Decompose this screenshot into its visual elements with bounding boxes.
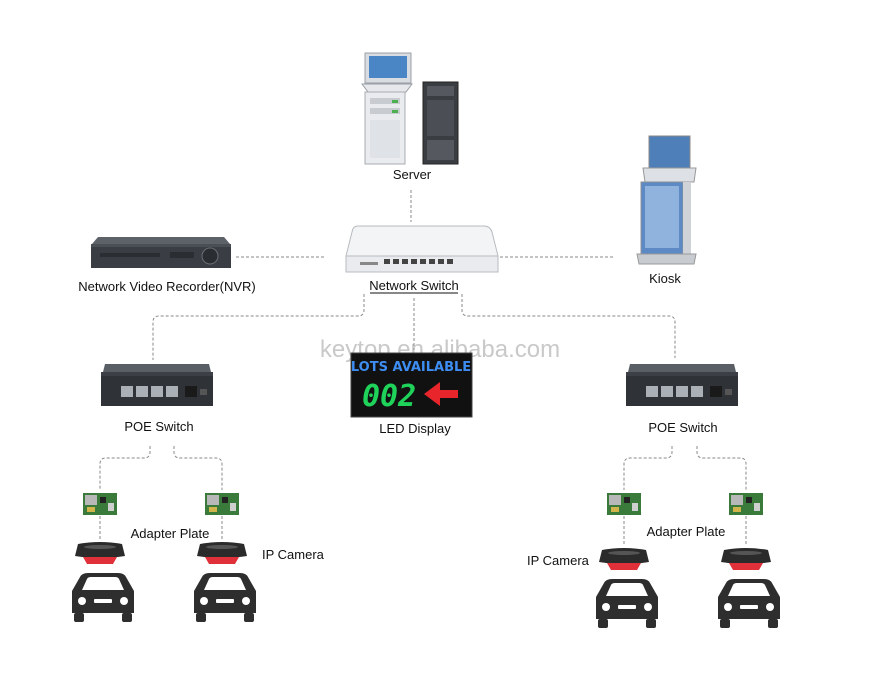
car-icon: [194, 573, 256, 622]
car-icon: [596, 579, 658, 628]
ip-camera-icon: [197, 542, 247, 564]
kiosk-label: Kiosk: [649, 271, 681, 286]
ip-camera-icon: [599, 548, 649, 570]
nvr-label: Network Video Recorder(NVR): [78, 279, 256, 294]
adapter-plate-icon: [83, 493, 117, 515]
ip-camera-right-label: IP Camera: [527, 553, 590, 568]
adapter-plate-icon: [729, 493, 763, 515]
poe-right-to-plate-1: [623, 446, 673, 490]
poe-switch-left-icon: [101, 364, 213, 406]
ip-camera-left-label: IP Camera: [262, 547, 325, 562]
network-switch-label: Network Switch: [369, 278, 459, 293]
network-switch-icon: [345, 225, 499, 273]
led-lots-available-text: LOTS AVAILABLE: [351, 360, 471, 375]
nvr-icon: [91, 237, 231, 268]
poe-switch-right-icon: [626, 364, 738, 406]
server-icon: [361, 52, 459, 165]
poe-left-connector: [152, 294, 365, 360]
car-icon: [718, 579, 780, 628]
adapter-plate-right-label: Adapter Plate: [647, 524, 726, 539]
ip-camera-icon: [721, 548, 771, 570]
server-label: Server: [393, 167, 432, 182]
poe-left-to-plate-1: [99, 446, 151, 490]
adapter-plate-left-label: Adapter Plate: [131, 526, 210, 541]
poe-switch-left-label: POE Switch: [124, 419, 193, 434]
car-icon: [72, 573, 134, 622]
led-count-text: 002: [362, 379, 416, 414]
adapter-plate-icon: [205, 493, 239, 515]
poe-right-to-plate-2: [696, 446, 747, 490]
poe-switch-right-label: POE Switch: [648, 420, 717, 435]
ip-camera-icon: [75, 542, 125, 564]
kiosk-icon: [636, 135, 697, 265]
led-display-label: LED Display: [379, 421, 451, 436]
adapter-plate-icon: [607, 493, 641, 515]
connectors: [99, 190, 747, 546]
poe-right-connector: [461, 294, 676, 358]
led-arrow-icon: [424, 382, 458, 406]
poe-left-to-plate-2: [173, 446, 223, 490]
led-display-icon: LOTS AVAILABLE 002: [350, 352, 473, 418]
